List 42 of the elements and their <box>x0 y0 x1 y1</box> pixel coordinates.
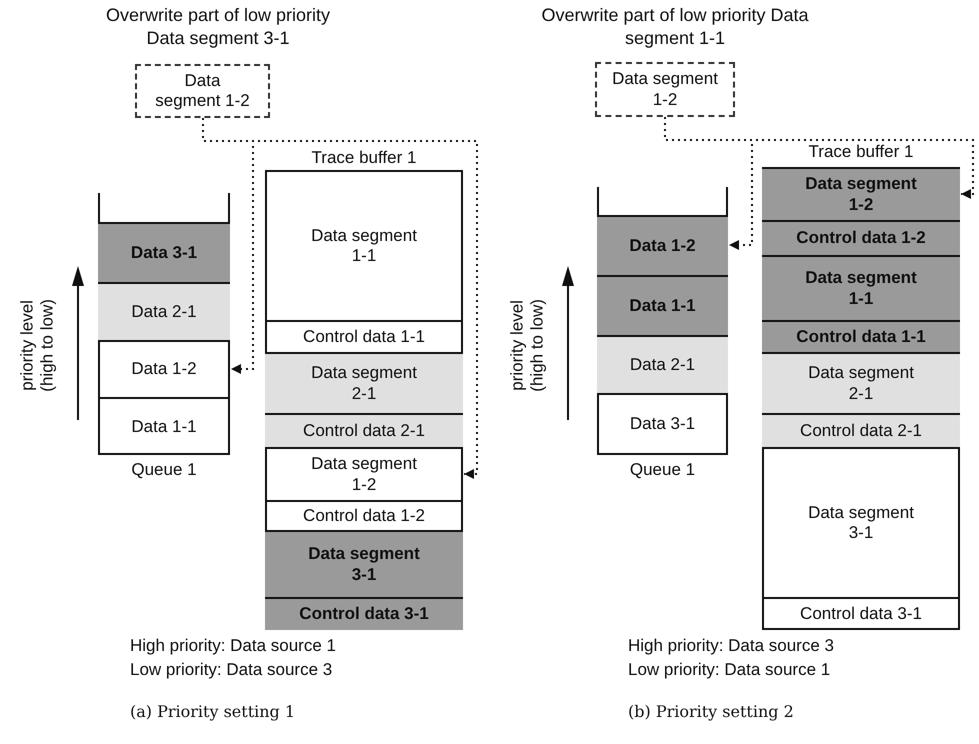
note-text: High priority: Data source 3 <box>628 636 834 656</box>
buffer-segment: Data segment 2-1 <box>265 352 463 413</box>
buffer-segment: Control data 2-1 <box>762 413 960 447</box>
queue-entry: Data 1-1 <box>98 397 230 455</box>
buffer-title: Trace buffer 1 <box>808 142 914 162</box>
queue-entry: Data 1-1 <box>597 275 728 335</box>
axis-label: priority level (high to low) <box>18 298 58 394</box>
buffer-segment: Control data 3-1 <box>265 597 463 630</box>
queue-label: Queue 1 <box>628 460 696 480</box>
queue-entry: Data 2-1 <box>597 335 728 393</box>
buffer-segment: Data segment 2-1 <box>762 352 960 413</box>
buffer-title: Trace buffer 1 <box>310 148 418 168</box>
data-segment-box: Data segment 1-2 <box>595 62 735 117</box>
trace-buffer <box>762 142 960 630</box>
buffer-segment: Control data 2-1 <box>265 413 463 447</box>
queue-entry: Data 2-1 <box>98 282 230 340</box>
panel-caption: (b) Priority setting 2 <box>628 702 794 721</box>
queue-entry: Data 3-1 <box>98 222 230 282</box>
buffer-segment: Data segment 1-2 <box>265 447 463 500</box>
note-text: Low priority: Data source 1 <box>628 660 830 680</box>
queue-entry: Data 3-1 <box>597 393 728 453</box>
buffer-segment: Control data 3-1 <box>762 597 960 630</box>
trace-buffer <box>265 148 463 630</box>
buffer-segment: Data segment 1-2 <box>762 167 960 220</box>
data-segment-box: Data segment 1-2 <box>135 64 270 118</box>
buffer-segment: Data segment 1-1 <box>265 170 463 320</box>
axis-label: priority level (high to low) <box>508 298 548 394</box>
note-text: Low priority: Data source 3 <box>130 660 332 680</box>
buffer-segment: Data segment 3-1 <box>762 447 960 597</box>
buffer-segment: Data segment 3-1 <box>265 530 463 597</box>
note-text: High priority: Data source 1 <box>130 636 336 656</box>
queue-entry: Data 1-2 <box>597 215 728 275</box>
buffer-segment: Control data 1-1 <box>762 320 960 352</box>
annotation-text: Overwrite part of low priority Data segment 1-1 <box>540 4 810 49</box>
queue <box>98 193 230 480</box>
annotation-text: Overwrite part of low priority Data segment 3-1 <box>104 4 332 49</box>
queue-entry: Data 1-2 <box>98 340 230 397</box>
queue-label: Queue 1 <box>130 460 198 480</box>
buffer-segment: Data segment 1-1 <box>762 255 960 320</box>
panel-caption: (a) Priority setting 1 <box>130 702 296 721</box>
queue <box>597 187 728 480</box>
buffer-segment: Control data 1-2 <box>762 220 960 255</box>
